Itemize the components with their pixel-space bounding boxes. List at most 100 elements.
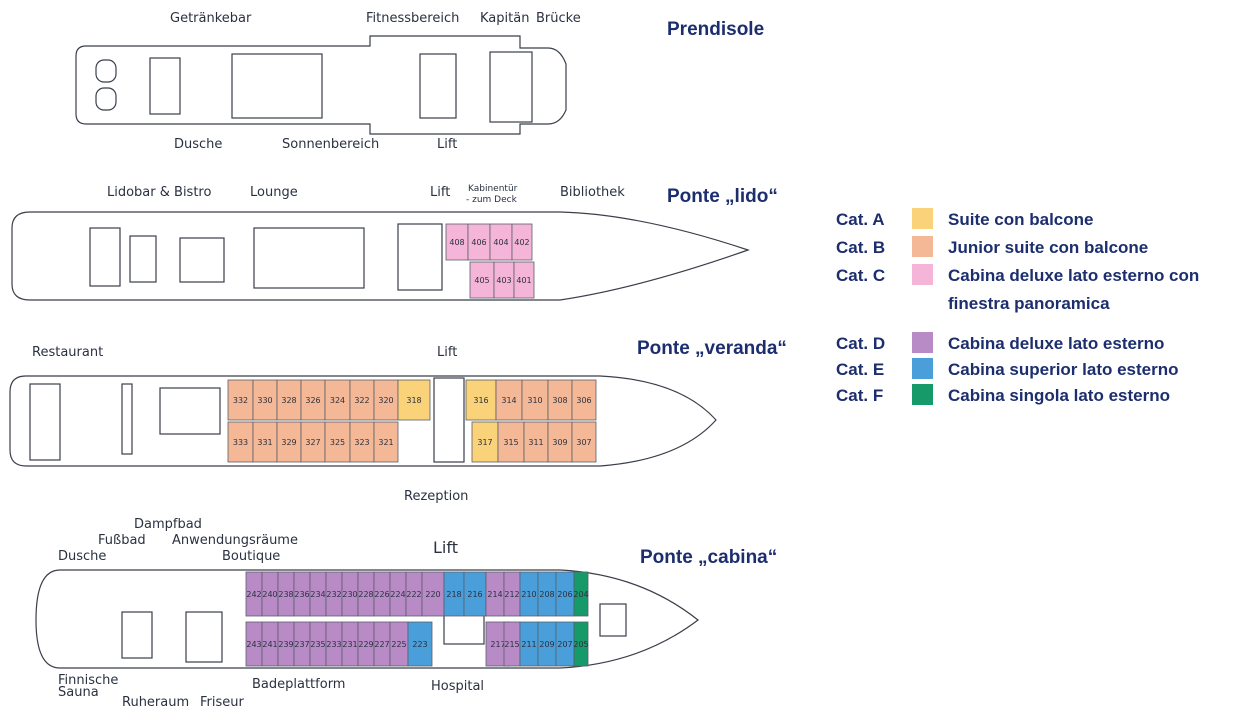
legend-category: Cat. B: [836, 238, 886, 257]
cabin-309: [547, 421, 573, 463]
cabin-223: [407, 621, 433, 667]
cabin-205: [573, 621, 589, 667]
legend-swatch: [912, 208, 933, 229]
cabin-number-322: 322: [354, 396, 369, 405]
cabin-number-325: 325: [330, 438, 345, 447]
cabin-324: [324, 379, 351, 421]
cabin-number-209: 209: [539, 640, 554, 649]
cabin-number-408: 408: [449, 238, 464, 247]
cabin-number-327: 327: [305, 438, 320, 447]
legend-category: Cat. C: [836, 266, 886, 285]
legend-description: Cabina deluxe lato esterno con: [948, 266, 1200, 285]
cabin-311: [523, 421, 549, 463]
cabin-322: [349, 379, 375, 421]
legend-category: Cat. E: [836, 360, 885, 379]
cabin-number-308: 308: [552, 396, 567, 405]
cabin-number-205: 205: [573, 640, 588, 649]
cabin-number-239: 239: [278, 640, 293, 649]
cabin-number-310: 310: [527, 396, 542, 405]
area-label-cabina: Lift: [433, 538, 458, 557]
cabin-number-401: 401: [516, 276, 531, 285]
cabin-number-233: 233: [326, 640, 341, 649]
cabin-number-204: 204: [573, 590, 588, 599]
legend-description: Cabina singola lato esterno: [948, 386, 1170, 405]
cabin-314: [495, 379, 523, 421]
area-label-cabina: Boutique: [222, 549, 280, 564]
cabin-number-215: 215: [504, 640, 519, 649]
cabin-number-225: 225: [391, 640, 406, 649]
cabina-hull: [35, 569, 699, 669]
cabin-number-318: 318: [406, 396, 421, 405]
legend-swatch: [912, 384, 933, 405]
area-label-prendisole: Kapitän: [480, 11, 529, 26]
cabin-number-402: 402: [514, 238, 529, 247]
cabin-number-328: 328: [281, 396, 296, 405]
area-label-prendisole: Dusche: [174, 137, 222, 152]
cabin-number-321: 321: [378, 438, 393, 447]
area-label-veranda: Rezeption: [404, 489, 468, 504]
cabin-number-207: 207: [557, 640, 572, 649]
cabin-310: [521, 379, 549, 421]
legend-description-line2: finestra panoramica: [948, 294, 1110, 313]
cabin-number-307: 307: [576, 438, 591, 447]
legend-swatch: [912, 236, 933, 257]
cabin-329: [276, 421, 302, 463]
cabin-number-306: 306: [576, 396, 591, 405]
area-label-cabina: Fußbad: [98, 533, 146, 548]
cabin-number-243: 243: [246, 640, 261, 649]
cabin-number-208: 208: [539, 590, 554, 599]
area-label-prendisole: Fitnessbereich: [366, 11, 459, 26]
cabin-number-404: 404: [493, 238, 508, 247]
cabin-317: [471, 421, 499, 463]
cabin-number-240: 240: [262, 590, 277, 599]
cabin-number-238: 238: [278, 590, 293, 599]
area-label-lido: Lidobar & Bistro: [107, 185, 211, 200]
cabin-333: [227, 421, 254, 463]
area-label-veranda: Lift: [437, 345, 457, 360]
cabin-number-210: 210: [521, 590, 536, 599]
cabin-number-227: 227: [374, 640, 389, 649]
area-label-prendisole: Brücke: [536, 11, 581, 26]
cabin-326: [300, 379, 326, 421]
cabin-number-220: 220: [425, 590, 440, 599]
cabin-number-232: 232: [326, 590, 341, 599]
cabin-number-320: 320: [378, 396, 393, 405]
area-label-prendisole: Lift: [437, 137, 457, 152]
prendisole-hull: [75, 35, 567, 135]
lido-hull: [11, 211, 750, 301]
cabin-number-317: 317: [477, 438, 492, 447]
cabin-number-206: 206: [557, 590, 572, 599]
cabin-402: [511, 223, 533, 261]
cabin-320: [373, 379, 399, 421]
area-label-lido: - zum Deck: [466, 195, 518, 205]
cabin-number-314: 314: [501, 396, 516, 405]
legend-swatch: [912, 332, 933, 353]
cabin-328: [276, 379, 302, 421]
deck-title-veranda: Ponte „veranda“: [637, 338, 787, 359]
cabin-331: [252, 421, 278, 463]
cabin-number-229: 229: [358, 640, 373, 649]
legend-swatch: [912, 264, 933, 285]
cabin-number-316: 316: [473, 396, 488, 405]
cabin-number-331: 331: [257, 438, 272, 447]
cabin-318: [397, 379, 431, 421]
cabin-number-315: 315: [503, 438, 518, 447]
legend-category: Cat. F: [836, 386, 884, 405]
cabin-number-212: 212: [504, 590, 519, 599]
deck-title-prendisole: Prendisole: [667, 19, 765, 40]
deck-title-cabina: Ponte „cabina“: [640, 547, 778, 568]
cabin-number-311: 311: [528, 438, 543, 447]
area-label-lido: Lounge: [250, 185, 298, 200]
cabin-number-236: 236: [294, 590, 309, 599]
cabin-number-403: 403: [496, 276, 511, 285]
legend-description: Suite con balcone: [948, 210, 1094, 229]
area-label-prendisole: Sonnenbereich: [282, 137, 379, 152]
cabin-number-405: 405: [474, 276, 489, 285]
deck-title-lido: Ponte „lido“: [667, 186, 778, 207]
area-label-cabina: Badeplattform: [252, 677, 345, 692]
area-label-cabina: Anwendungsräume: [172, 533, 298, 548]
cabin-number-222: 222: [406, 590, 421, 599]
cabin-315: [497, 421, 525, 463]
